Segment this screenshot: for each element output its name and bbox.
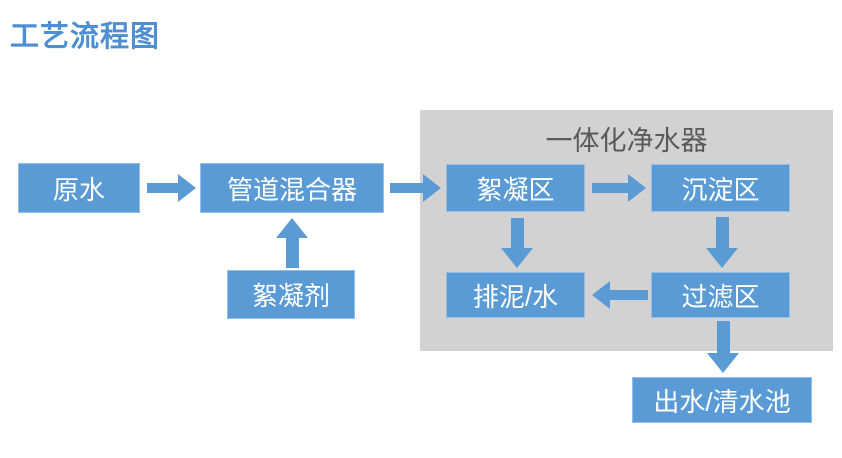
integrated-purifier-label: 一体化净水器 — [545, 126, 708, 156]
node-effluent-clear-water-pool: 出水/清水池 — [632, 377, 812, 423]
node-flocculant-label: 絮凝剂 — [251, 281, 330, 311]
node-sludge-water-discharge-label: 排泥/水 — [472, 281, 559, 312]
node-pipeline-mixer-label: 管道混合器 — [226, 174, 357, 205]
node-filtration-zone: 过滤区 — [651, 272, 790, 318]
arrow-filtration-zone-to-sludge-water-icon — [592, 281, 648, 309]
node-raw-water: 原水 — [18, 163, 140, 213]
node-sedimentation-zone: 沉淀区 — [651, 164, 790, 212]
page-title: 工艺流程图 — [10, 21, 161, 53]
arrow-flocculation-zone-to-sedimentation-zone-icon — [592, 174, 646, 202]
node-flocculation-zone: 絮凝区 — [446, 164, 585, 212]
arrow-sedimentation-zone-to-filtration-zone-icon — [706, 217, 738, 268]
arrow-pipeline-mixer-to-flocculation-zone-icon — [390, 174, 441, 202]
node-flocculant: 絮凝剂 — [227, 270, 355, 319]
arrow-flocculant-to-pipeline-mixer-icon — [276, 218, 308, 268]
node-raw-water-label: 原水 — [52, 174, 105, 205]
arrow-raw-water-to-pipeline-mixer-icon — [147, 174, 196, 202]
arrow-filtration-zone-to-effluent-pool-icon — [707, 321, 739, 373]
node-sludge-water-discharge: 排泥/水 — [446, 272, 585, 318]
arrow-flocculation-zone-to-sludge-water-icon — [501, 218, 533, 268]
node-pipeline-mixer: 管道混合器 — [200, 163, 384, 213]
node-flocculation-zone-label: 絮凝区 — [476, 174, 555, 205]
node-sedimentation-zone-label: 沉淀区 — [681, 174, 760, 205]
node-filtration-zone-label: 过滤区 — [681, 281, 760, 312]
node-effluent-clear-water-pool-label: 出水/清水池 — [653, 386, 791, 417]
